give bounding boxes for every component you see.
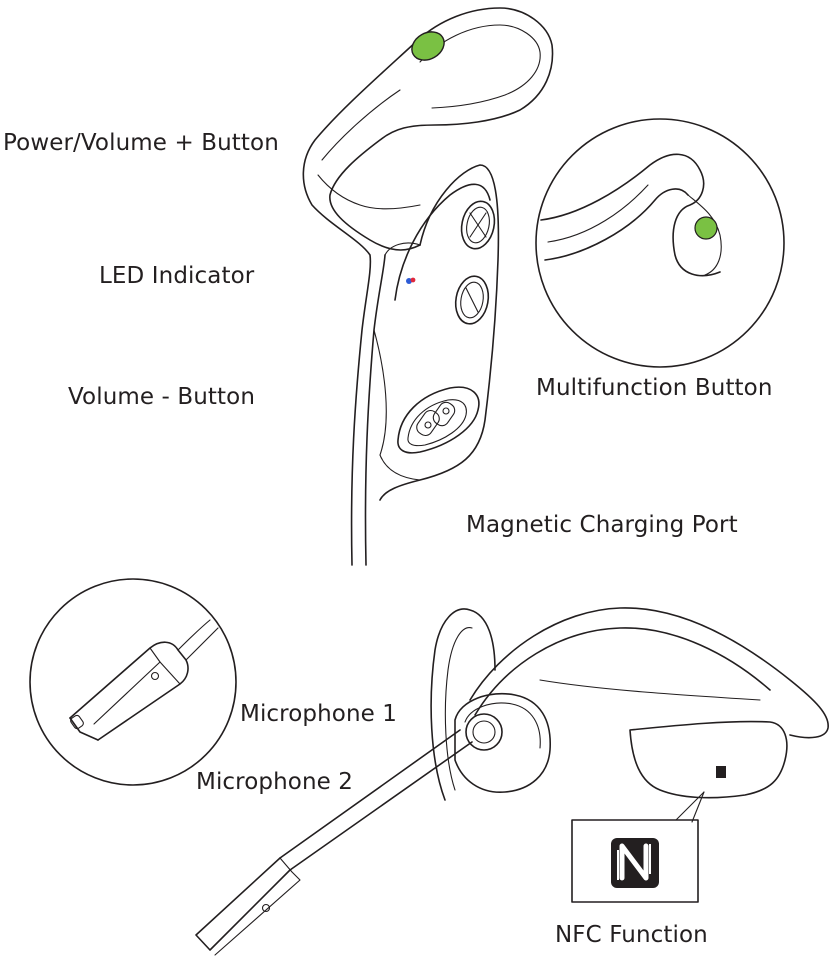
multifunction-label: Multifunction Button bbox=[536, 375, 773, 401]
led-indicator-label: LED Indicator bbox=[99, 263, 255, 289]
nfc-callout bbox=[571, 819, 699, 903]
multifunction-button-icon bbox=[694, 216, 718, 240]
nfc-function-label: NFC Function bbox=[555, 922, 708, 948]
headset-side-view bbox=[302, 7, 554, 566]
power-volume-plus-label: Power/Volume + Button bbox=[3, 130, 279, 156]
microphone-zoom bbox=[29, 578, 237, 786]
microphone-2-label: Microphone 2 bbox=[196, 769, 354, 795]
led-indicator-icon bbox=[406, 277, 416, 284]
charging-port-icon bbox=[397, 386, 480, 454]
magnetic-charging-label: Magnetic Charging Port bbox=[466, 512, 738, 538]
nfc-logo-icon bbox=[611, 838, 659, 888]
volume-minus-button-icon bbox=[454, 275, 490, 325]
microphone-1-label: Microphone 1 bbox=[240, 701, 398, 727]
microphone-hole-icon bbox=[150, 671, 160, 681]
nfc-small-icon bbox=[716, 766, 726, 778]
top-button-icon bbox=[411, 31, 445, 61]
volume-minus-label: Volume - Button bbox=[68, 384, 256, 410]
boom-mic-hole-icon bbox=[261, 903, 271, 913]
multifunction-zoom bbox=[535, 118, 785, 368]
headset-boom-view bbox=[195, 607, 829, 956]
volume-plus-button-icon bbox=[460, 200, 496, 250]
